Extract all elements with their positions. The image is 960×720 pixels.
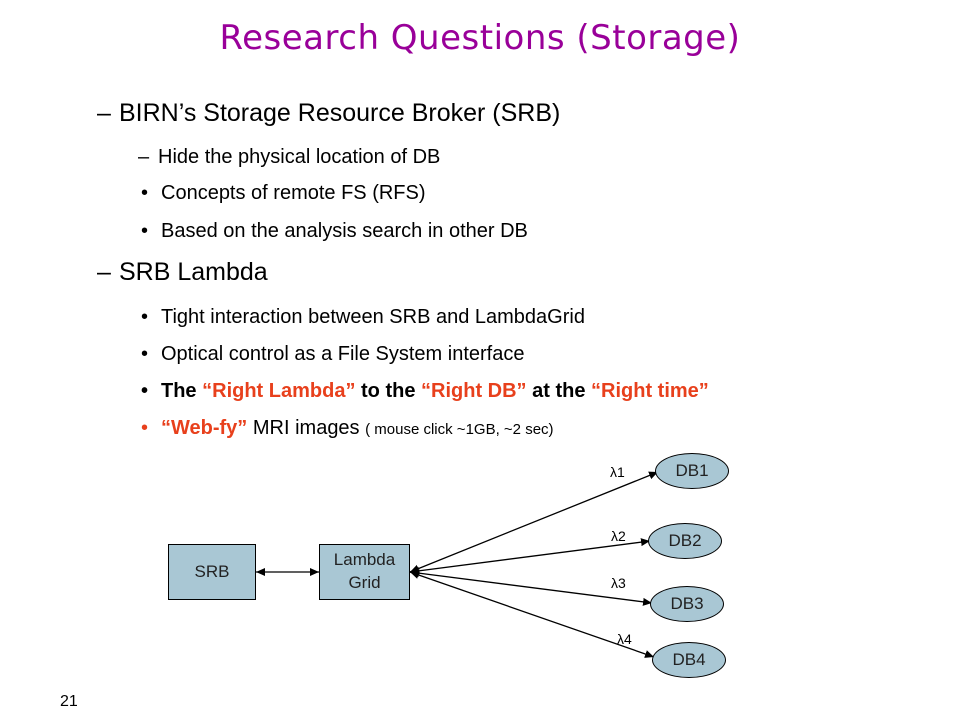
- bullet-note: ( mouse click ~1GB, ~2 sec): [365, 421, 554, 438]
- bullet-text: Optical control as a File System interfa…: [161, 343, 525, 365]
- highlight-right-time: “Right time”: [591, 380, 709, 402]
- bullet-tight-interaction: • Tight interaction between SRB and Lambd…: [141, 306, 585, 329]
- lambda-grid-label-line2: Grid: [348, 573, 381, 592]
- dash-marker: –: [97, 99, 111, 127]
- arrow-grid-db4: [409, 571, 655, 658]
- db3-node: DB3: [650, 586, 724, 622]
- lambda-3-label: λ3: [611, 575, 626, 591]
- bullet-marker: •: [141, 220, 149, 242]
- lambda-1-label: λ1: [610, 464, 625, 480]
- highlight-right-db: “Right DB”: [421, 380, 527, 402]
- arrow-grid-db1: [409, 471, 659, 573]
- outline-item-text: SRB Lambda: [119, 258, 268, 286]
- bullet-text: Based on the analysis search in other DB: [161, 220, 528, 242]
- db2-label: DB2: [668, 531, 702, 550]
- bullet-marker: •: [141, 182, 149, 204]
- highlight-right-lambda: “Right Lambda”: [202, 380, 356, 402]
- db3-label: DB3: [670, 594, 704, 613]
- sub-item-hide-location: –Hide the physical location of DB: [138, 146, 440, 169]
- bullet-text: Concepts of remote FS (RFS): [161, 182, 426, 204]
- bullet-marker: •: [141, 380, 149, 402]
- outline-item-srb-lambda: –SRB Lambda: [97, 258, 268, 287]
- outline-item-text: BIRN’s Storage Resource Broker (SRB): [119, 99, 561, 127]
- lambda-4-label: λ4: [617, 631, 632, 647]
- bullet-text-part: MRI images: [247, 417, 366, 439]
- db4-label: DB4: [672, 650, 706, 669]
- arrow-grid-db2: [409, 538, 651, 575]
- bullet-marker: •: [141, 343, 149, 365]
- db1-node: DB1: [655, 453, 729, 489]
- bullet-analysis-search: • Based on the analysis search in other D…: [141, 220, 528, 243]
- srb-node-label: SRB: [194, 561, 230, 581]
- bullet-right-lambda: • The “Right Lambda” to the “Right DB” at…: [141, 380, 709, 403]
- lambda-2-label: λ2: [611, 528, 626, 544]
- db1-label: DB1: [675, 461, 709, 480]
- bullet-optical-control: • Optical control as a File System interf…: [141, 343, 524, 366]
- db2-node: DB2: [648, 523, 722, 559]
- bullet-marker: •: [141, 306, 149, 328]
- lambda-grid-label-line1: Lambda: [333, 550, 396, 570]
- db4-node: DB4: [652, 642, 726, 678]
- bullet-marker: •: [141, 417, 149, 439]
- dash-marker: –: [138, 146, 150, 168]
- page-number: 21: [60, 693, 78, 710]
- bullet-text: Tight interaction between SRB and Lambda…: [161, 306, 585, 328]
- bullet-web-fy: • “Web-fy” MRI images ( mouse click ~1GB,…: [141, 417, 554, 440]
- srb-node: SRB: [168, 544, 256, 600]
- bullet-remote-fs: • Concepts of remote FS (RFS): [141, 182, 426, 205]
- outline-item-srb: –BIRN’s Storage Resource Broker (SRB): [97, 99, 560, 128]
- bullet-text-part: The: [161, 380, 203, 402]
- dash-marker: –: [97, 258, 111, 286]
- lambda-grid-node: Lambda Grid: [319, 544, 410, 600]
- bullet-text-part: at the: [526, 380, 592, 402]
- highlight-web-fy: “Web-fy”: [161, 417, 248, 439]
- sub-item-text: Hide the physical location of DB: [158, 146, 441, 168]
- bullet-text-part: to the: [355, 380, 422, 402]
- slide-title: Research Questions (Storage): [219, 18, 741, 58]
